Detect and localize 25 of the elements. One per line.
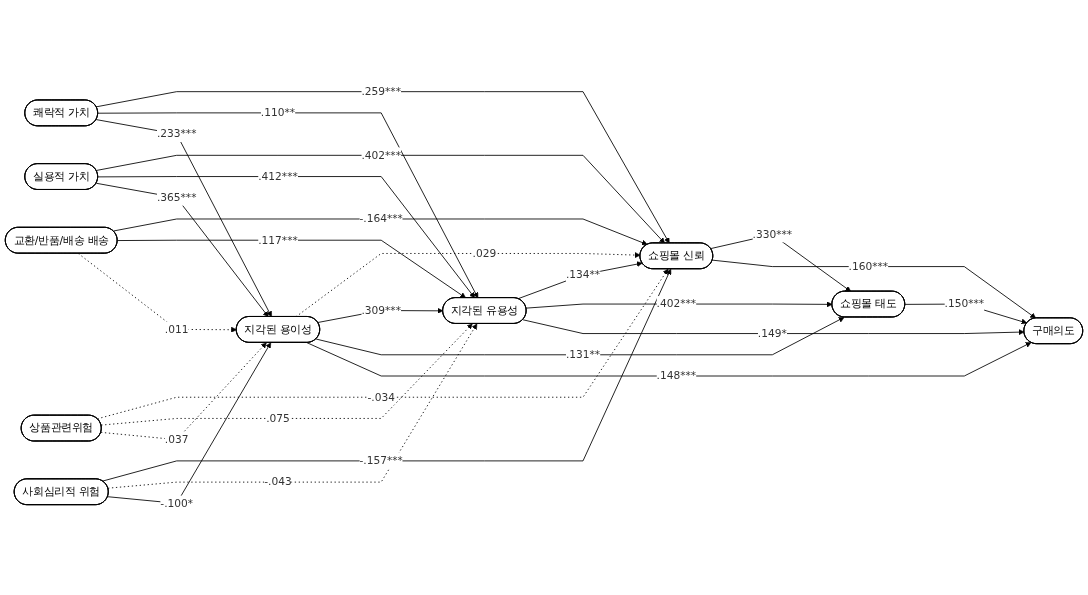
edge-label: .402*** [656, 297, 697, 311]
edge-label: .233*** [156, 127, 197, 141]
edge-label: .259*** [361, 85, 401, 98]
edge-label: .149* [757, 326, 787, 340]
edge-label: .117*** [258, 233, 298, 247]
edge-label: .402*** [361, 148, 401, 162]
edge-label: .029 [472, 246, 497, 260]
edge-label: -.157*** [359, 454, 403, 467]
edge-label: .150*** [944, 297, 985, 311]
edge-label: .412*** [258, 169, 298, 183]
edge-label: .148*** [656, 369, 697, 382]
edge-label: -.100* [160, 496, 194, 510]
edge-label: .365*** [156, 191, 197, 204]
edge-label: .131** [565, 348, 601, 361]
edge-label: .309*** [361, 303, 401, 317]
edge-label: -.164*** [359, 212, 403, 225]
edge-label: .110** [260, 106, 296, 119]
edge-label: .330*** [752, 227, 793, 241]
edge-label: .160*** [848, 259, 889, 273]
edge-label: .134** [565, 268, 601, 281]
edge-label: -.043 [264, 475, 292, 489]
edge-label: .037 [164, 433, 189, 446]
edge-label: .075 [266, 411, 290, 425]
edge-label: -.034 [367, 390, 395, 404]
edge-label: .011 [164, 322, 189, 336]
